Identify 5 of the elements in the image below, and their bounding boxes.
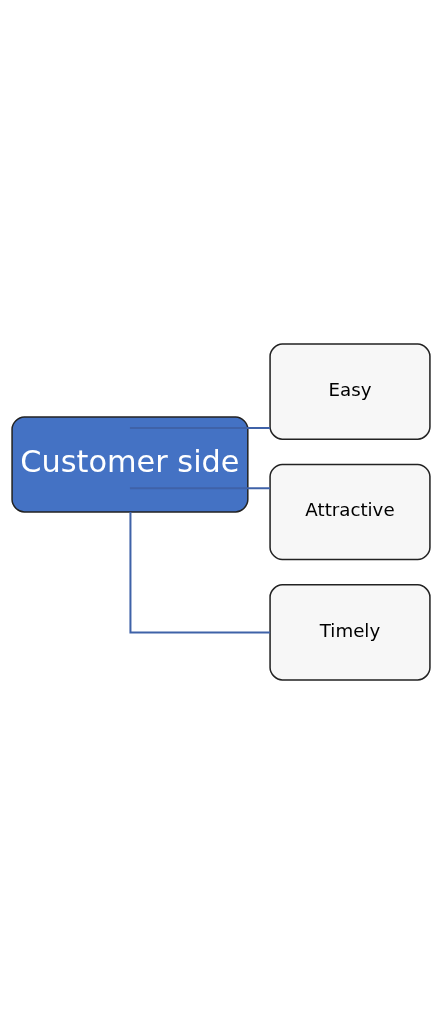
node-box: Easy [269, 342, 431, 440]
node-box: Timely [269, 583, 431, 681]
node-box: Customer side [11, 415, 249, 513]
node-box: Attractive [269, 463, 431, 560]
connector [129, 511, 271, 633]
